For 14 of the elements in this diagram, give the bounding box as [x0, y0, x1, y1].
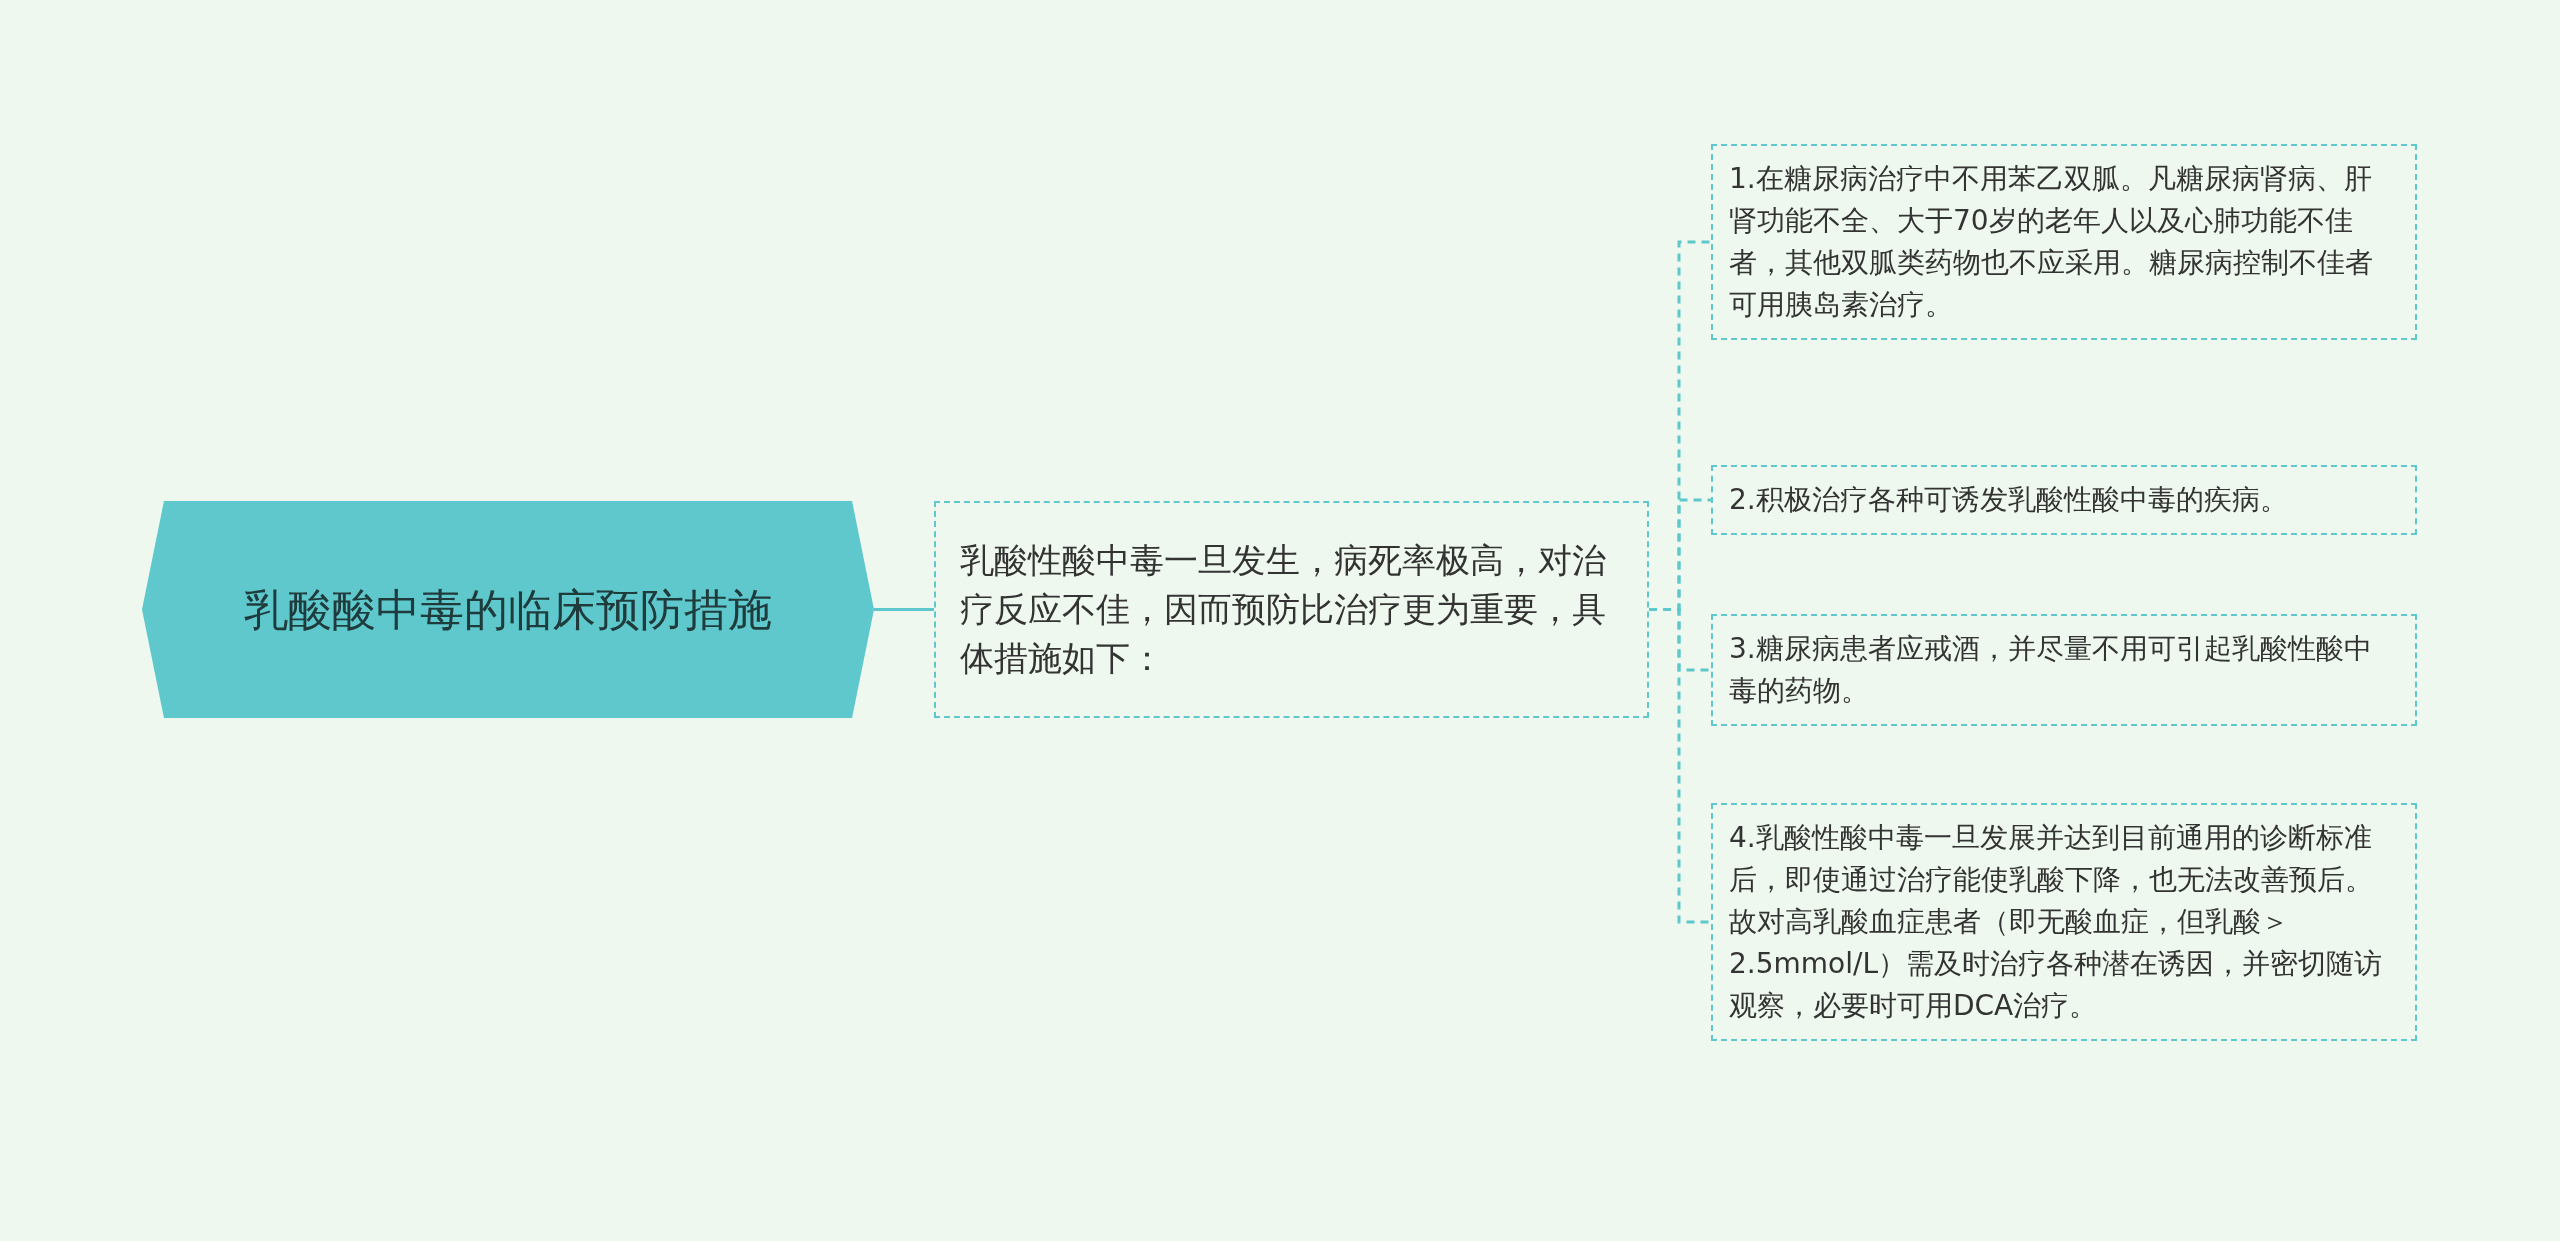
- text-box: [1711, 144, 2417, 340]
- connector-line: [874, 608, 934, 611]
- node-text: 1.在糖尿病治疗中不用苯乙双胍。凡糖尿病肾病、肝肾功能不全、大于70岁的老年人以及心肺功能不佳者，其他双胍类药物也不应采用。糖尿病控制不佳者可用胰岛素治疗。: [1729, 162, 2373, 321]
- node-text: 乳酸性酸中毒一旦发生，病死率极高，对治疗反应不佳，因而预防比治疗更为重要，具体措施如下：: [960, 538, 1607, 681]
- node-text: 4.乳酸性酸中毒一旦发展并达到目前通用的诊断标准后，即使通过治疗能使乳酸下降，也无法改善预后。故对高乳酸血症患者（即无酸血症，但乳酸＞2.5mmol/L）需及时治疗各种潜在诱因，并密切随访观察，必要时可用DCA治疗。: [1729, 821, 2383, 1022]
- topic-hexagon: [142, 501, 874, 718]
- text-box: [1711, 803, 2417, 1041]
- text-box: [934, 501, 1649, 718]
- node-text: 2.积极治疗各种可诱发乳酸性酸中毒的疾病。: [1729, 483, 2288, 516]
- node-text: 乳酸酸中毒的临床预防措施: [244, 582, 772, 637]
- connector-line: [1649, 608, 1711, 924]
- text-box: [1711, 465, 2417, 535]
- node-text: 3.糖尿病患者应戒酒，并尽量不用可引起乳酸性酸中毒的药物。: [1729, 632, 2372, 707]
- text-box: [1711, 614, 2417, 726]
